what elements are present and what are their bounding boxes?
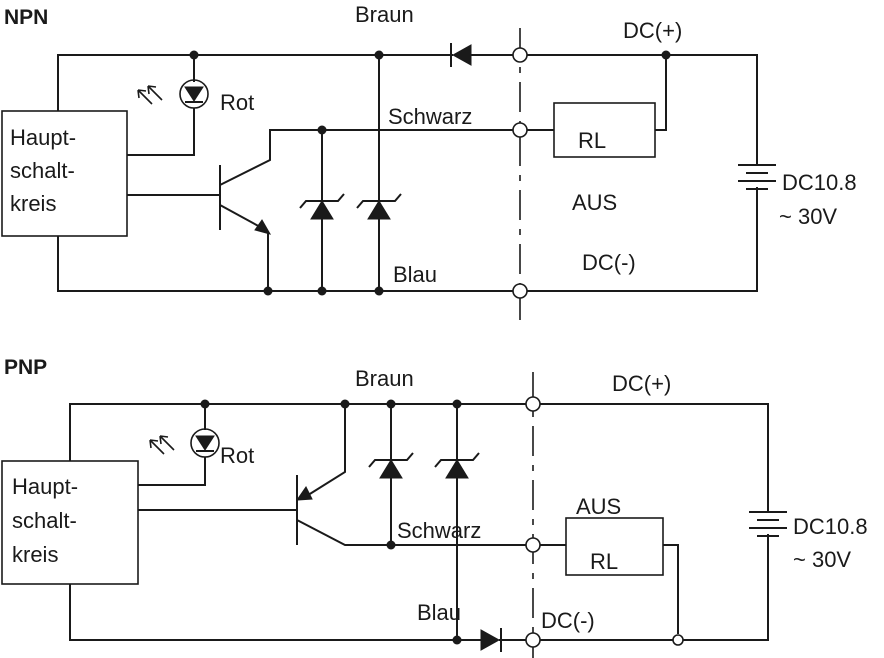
npn-dc-minus-label: DC(-) xyxy=(582,250,636,275)
npn-load-wire-right xyxy=(655,55,667,131)
pnp-diode xyxy=(480,628,502,652)
pnp-zener-1-icon xyxy=(368,404,414,545)
pnp-load-box xyxy=(565,517,664,576)
npn-terminal-brown xyxy=(512,47,528,63)
pnp-dc-minus-label: DC(-) xyxy=(541,608,595,633)
npn-junction xyxy=(263,286,273,296)
pnp-junction xyxy=(452,399,462,409)
pnp-supply-label-2: ~ 30V xyxy=(793,547,851,572)
npn-main-circuit-label-1: Haupt- xyxy=(10,125,76,150)
npn-zener-2-icon xyxy=(356,55,402,291)
npn-terminal-black xyxy=(512,122,528,138)
npn-main-circuit-box xyxy=(1,110,128,237)
pnp-circuit: PNP Haupt- schalt- kreis Rot xyxy=(1,356,868,658)
npn-main-circuit-label-2: schalt- xyxy=(10,158,75,183)
pnp-load-terminal xyxy=(672,634,684,646)
pnp-zener-2-icon xyxy=(434,404,480,640)
npn-state-label: AUS xyxy=(572,190,617,215)
pnp-junction xyxy=(386,399,396,409)
npn-circuit: NPN Haupt- schalt- kreis Rot xyxy=(1,2,857,320)
pnp-battery-icon xyxy=(749,511,787,537)
pnp-junction xyxy=(200,399,210,409)
pnp-bottom-rail-left xyxy=(69,584,481,641)
npn-dc-plus-label: DC(+) xyxy=(623,18,682,43)
npn-junction xyxy=(317,125,327,135)
npn-battery-icon xyxy=(738,164,776,190)
npn-junction xyxy=(317,286,327,296)
npn-terminal-blue xyxy=(512,283,528,299)
npn-bottom-rail xyxy=(57,187,758,292)
npn-top-rail xyxy=(57,54,453,111)
npn-brown-label: Braun xyxy=(355,2,414,27)
npn-led-label: Rot xyxy=(220,90,254,115)
pnp-bottom-rail-right xyxy=(499,534,769,641)
pnp-state-label: AUS xyxy=(576,494,621,519)
pnp-brown-label: Braun xyxy=(355,366,414,391)
pnp-title: PNP xyxy=(4,356,47,379)
pnp-junction xyxy=(386,540,396,550)
pnp-junction xyxy=(340,399,350,409)
pnp-main-circuit-label-3: kreis xyxy=(12,542,58,567)
npn-load-label: RL xyxy=(578,128,606,153)
npn-title: NPN xyxy=(4,6,48,29)
pnp-led-icon xyxy=(138,404,220,486)
pnp-terminal-brown xyxy=(525,396,541,412)
pnp-main-circuit-label-2: schalt- xyxy=(12,508,77,533)
npn-diode xyxy=(450,43,472,67)
pnp-load-wire-right xyxy=(663,544,679,634)
npn-supply-label-2: ~ 30V xyxy=(779,204,837,229)
pnp-terminal-blue xyxy=(525,632,541,648)
pnp-blue-label: Blau xyxy=(417,600,461,625)
npn-junction xyxy=(189,50,199,60)
pnp-top-rail xyxy=(69,403,769,512)
pnp-transistor-icon xyxy=(138,404,527,546)
pnp-main-circuit-label-1: Haupt- xyxy=(12,474,78,499)
npn-load-box xyxy=(553,102,656,158)
npn-black-label: Schwarz xyxy=(388,104,472,129)
pnp-terminal-black xyxy=(525,537,541,553)
pnp-led-label: Rot xyxy=(220,443,254,468)
pnp-main-circuit-box xyxy=(1,460,139,585)
npn-zener-1-icon xyxy=(299,130,345,291)
pnp-load-label: RL xyxy=(590,549,618,574)
npn-supply-label-1: DC10.8 xyxy=(782,170,857,195)
pnp-black-label: Schwarz xyxy=(397,518,481,543)
npn-main-circuit-label-3: kreis xyxy=(10,191,56,216)
npn-junction xyxy=(374,286,384,296)
npn-blue-label: Blau xyxy=(393,262,437,287)
pnp-dc-plus-label: DC(+) xyxy=(612,371,671,396)
npn-led-icon xyxy=(127,55,209,156)
npn-junction xyxy=(374,50,384,60)
pnp-junction xyxy=(452,635,462,645)
pnp-supply-label-1: DC10.8 xyxy=(793,514,868,539)
npn-transistor-icon xyxy=(127,129,520,291)
npn-top-rail-right xyxy=(471,54,758,165)
